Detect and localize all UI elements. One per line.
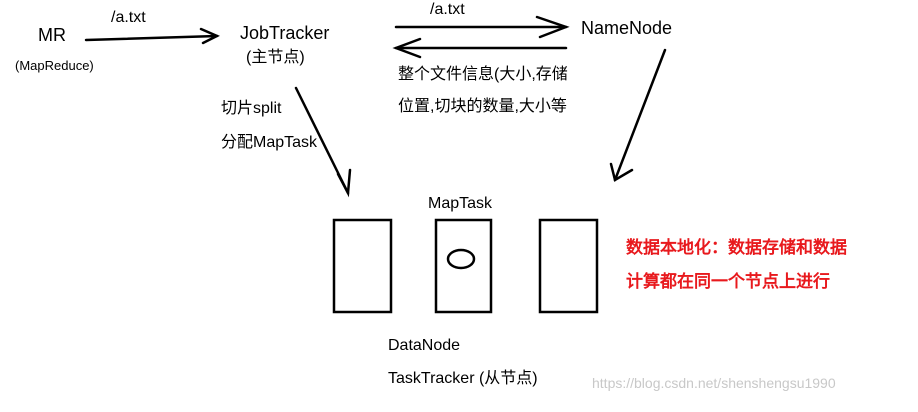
- data-locality-note-line-2: 计算都在同一个节点上进行: [626, 272, 830, 291]
- jobtracker-sublabel: (主节点): [246, 49, 305, 66]
- mr-label: MR: [38, 25, 66, 45]
- mr-sublabel: (MapReduce): [15, 58, 94, 73]
- datanode-label: DataNode: [388, 337, 461, 354]
- tasktracker-label: TaskTracker (从节点): [388, 370, 538, 387]
- watermark: https://blog.csdn.net/shenshengsu1990: [592, 375, 836, 391]
- datanode-box-1: [332, 218, 393, 314]
- arrow-namenode-to-datanode: [609, 48, 667, 182]
- file-info-line-2: 位置,切块的数量,大小等: [398, 98, 567, 115]
- datanode-box-3: [538, 218, 599, 314]
- split-label: 切片split: [221, 100, 282, 117]
- namenode-label: NameNode: [581, 18, 673, 38]
- assign-maptask-label: 分配MapTask: [221, 134, 318, 151]
- edge-label-jobtracker-namenode: /a.txt: [430, 1, 465, 18]
- jobtracker-label: JobTracker: [240, 23, 330, 43]
- arrow-jobtracker-to-namenode: [394, 15, 570, 39]
- data-locality-note-line-1: 数据本地化：数据存储和数据: [626, 238, 847, 257]
- file-info-line-1: 整个文件信息(大小,存储: [398, 66, 568, 83]
- arrow-mr-to-jobtracker: [84, 27, 220, 45]
- maptask-oval: [446, 248, 476, 270]
- arrow-jobtracker-to-datanode: [294, 86, 352, 198]
- arrow-namenode-to-jobtracker: [392, 37, 568, 59]
- maptask-label: MapTask: [428, 195, 493, 212]
- edge-label-mr-jobtracker: /a.txt: [111, 9, 146, 26]
